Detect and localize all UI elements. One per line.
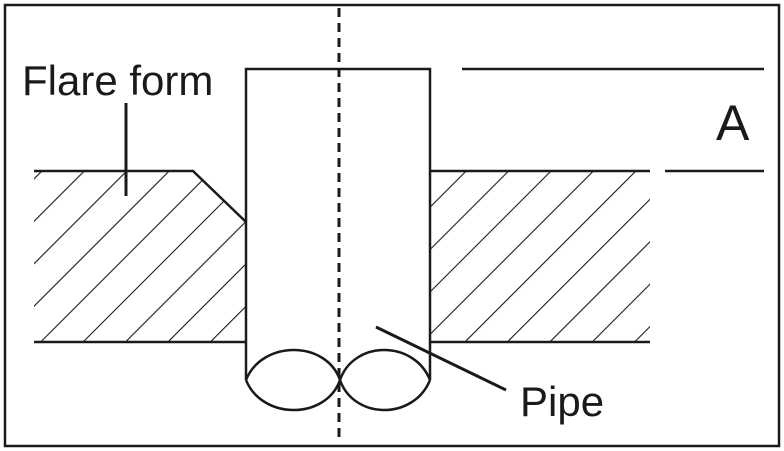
- dimension-a-label: A: [716, 95, 750, 151]
- flare-form-left-hatch: [34, 171, 246, 342]
- pipe-break-lower-curve: [244, 348, 432, 412]
- pipe-leader-line: [375, 325, 507, 392]
- flare-form-right-hatch: [431, 171, 650, 342]
- pipe-label: Pipe: [520, 378, 604, 425]
- flare-form-left-top-edge: [34, 169, 247, 223]
- flare-form-label: Flare form: [22, 57, 213, 104]
- diagram-frame: [3, 3, 781, 448]
